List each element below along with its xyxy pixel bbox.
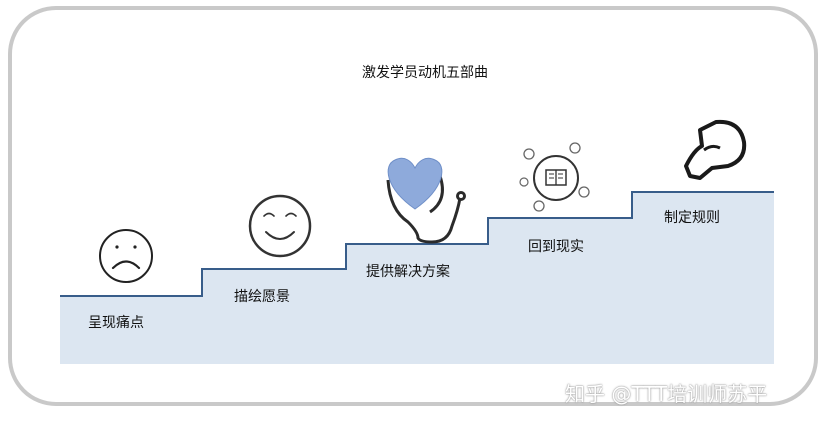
staircase-fill xyxy=(60,192,774,364)
step-label-4: 回到现实 xyxy=(528,239,584,255)
step-label-2: 描绘愿景 xyxy=(234,289,290,305)
whistle-icon xyxy=(684,119,747,180)
step-label-1: 呈现痛点 xyxy=(88,315,144,331)
staircase-line xyxy=(60,191,774,297)
step-label-5: 制定规则 xyxy=(664,210,720,226)
diagram-title: 激发学员动机五部曲 xyxy=(362,65,488,81)
sad-face-icon xyxy=(99,229,153,283)
stethoscope-heart-icon xyxy=(386,157,466,244)
smiling-face-icon xyxy=(248,194,312,258)
watermark-text: 知乎 @TTT培训师苏平 xyxy=(565,382,768,406)
step-label-3: 提供解决方案 xyxy=(366,264,450,280)
book-people-icon xyxy=(519,142,590,212)
